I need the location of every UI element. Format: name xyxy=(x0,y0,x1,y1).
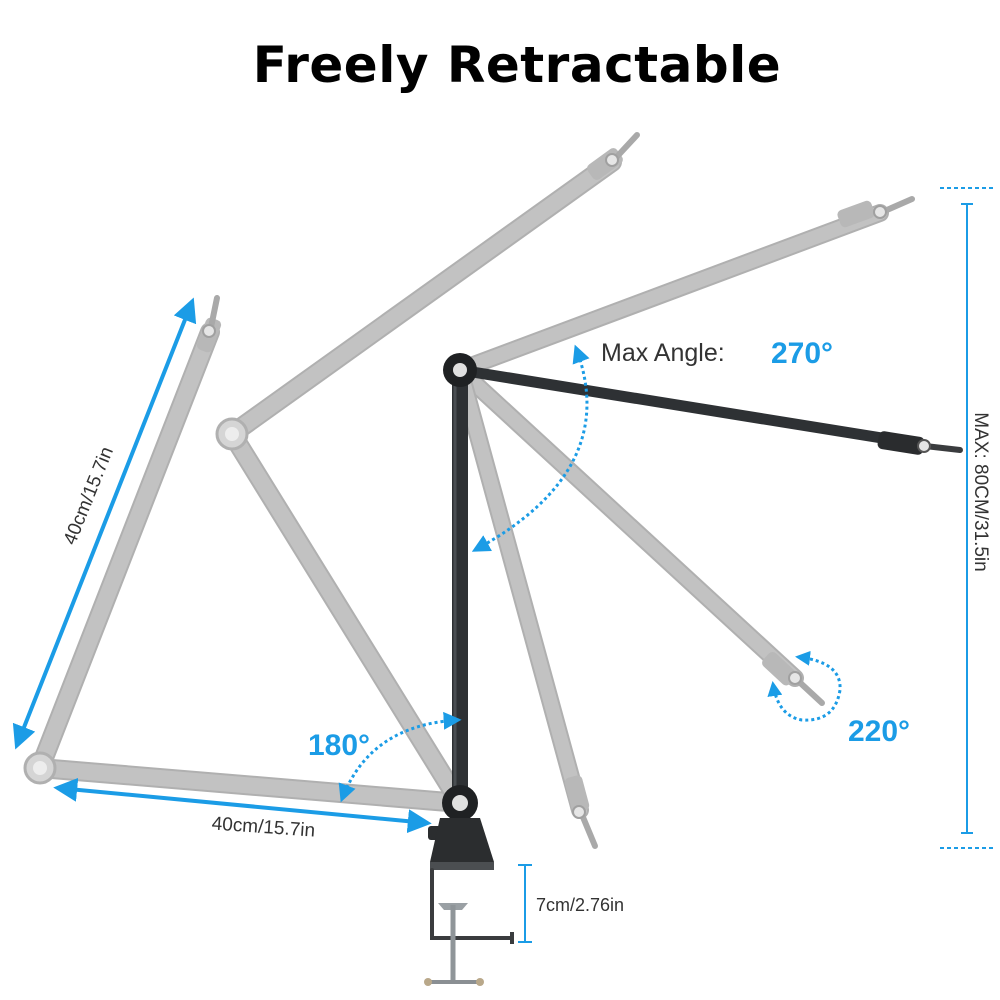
clamp-opening-dimension xyxy=(518,864,532,943)
upper-arm-dimension-line xyxy=(12,297,197,750)
lower-arm-dimension-label: 40cm/15.7in xyxy=(211,813,316,841)
max-angle-arc xyxy=(471,344,590,552)
ghost-arm-upper-right xyxy=(451,196,915,379)
upper-arm-dimension-label: 40cm/15.7in xyxy=(60,444,118,548)
max-height-label: MAX: 80CM/31.5in xyxy=(970,412,991,571)
ghost-arm-folded-left xyxy=(23,295,470,813)
max-height-dimension xyxy=(940,187,995,849)
desk-clamp xyxy=(424,818,514,986)
clamp-opening-label: 7cm/2.76in xyxy=(536,895,624,915)
tip-angle-arc xyxy=(767,650,842,722)
lower-arm-dimension-line xyxy=(53,777,432,834)
base-angle-value: 180° xyxy=(308,729,370,762)
max-angle-value: 270° xyxy=(771,337,833,370)
base-angle-arc xyxy=(338,711,462,803)
tip-angle-value: 220° xyxy=(848,715,910,748)
page-title: Freely Retractable xyxy=(253,36,781,94)
max-angle-text: Max Angle: xyxy=(601,339,725,367)
